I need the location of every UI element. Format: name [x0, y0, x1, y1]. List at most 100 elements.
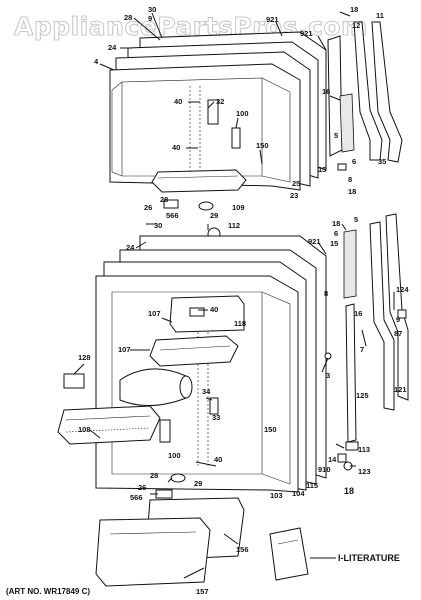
- callout-5-b: 5: [354, 215, 358, 224]
- fresh-food-door-assembly: [57, 213, 409, 499]
- freezer-door-handle-insert: [353, 21, 383, 161]
- callout-7: 7: [360, 345, 364, 354]
- callout-125: 125: [356, 391, 369, 400]
- shelf-bracket-lower: [209, 397, 219, 415]
- freezer-shelf-bin: [151, 169, 247, 193]
- callout-8: 8: [348, 175, 352, 184]
- callout-29: 29: [210, 211, 218, 220]
- callout-40-c: 40: [210, 305, 218, 314]
- freezer-door-handle: [371, 21, 403, 163]
- crisper-drawer-lower: [95, 517, 211, 587]
- callout-150: 150: [256, 141, 269, 150]
- door-bin-lower: [57, 405, 161, 445]
- callout-40-lower: 40: [172, 143, 180, 152]
- literature-booklet: [269, 527, 309, 581]
- callout-18-d: 18: [344, 486, 354, 496]
- screw-upper: [337, 163, 347, 171]
- butter-door-hinge: [189, 307, 205, 317]
- callout-103: 103: [270, 491, 283, 500]
- egg-tray-cover: [119, 368, 187, 407]
- callout-40: 40: [174, 97, 182, 106]
- callout-30: 30: [148, 5, 156, 14]
- watermark-text: AppliancePartsPros.com: [14, 12, 368, 41]
- hinge-plate-upper: [163, 199, 179, 209]
- callout-9: 9: [148, 14, 152, 23]
- callout-3: 3: [326, 371, 330, 380]
- callout-566: 566: [166, 211, 179, 220]
- callout-26: 26: [144, 203, 152, 212]
- callout-16: 16: [322, 87, 330, 96]
- callout-157: 157: [196, 587, 209, 596]
- leader-lines: [73, 11, 395, 579]
- callout-16-b: 16: [354, 309, 362, 318]
- callout-115: 115: [306, 481, 318, 490]
- callout-107-b: 107: [118, 345, 131, 354]
- callout-25: 25: [292, 179, 300, 188]
- callout-921-b: 921: [308, 237, 321, 246]
- screw-cap: [397, 309, 407, 319]
- callout-113: 113: [358, 445, 370, 454]
- callout-30-b: 30: [154, 221, 162, 230]
- callout-104: 104: [292, 489, 305, 498]
- callout-910: 910: [318, 465, 331, 474]
- callout-28-b: 28: [160, 195, 168, 204]
- callout-11: 11: [376, 11, 384, 20]
- callout-121: 121: [394, 385, 407, 394]
- callout-128: 128: [78, 353, 91, 362]
- callout-124: 124: [396, 285, 409, 294]
- literature-label: I-LITERATURE: [338, 553, 400, 563]
- freezer-door-liner: [109, 63, 301, 191]
- callout-112: 112: [228, 221, 240, 230]
- callout-6: 6: [352, 157, 356, 166]
- bearing: [198, 201, 214, 211]
- callout-33: 33: [212, 413, 220, 422]
- butter-compartment-door: [169, 295, 245, 333]
- callout-24-b: 24: [126, 243, 135, 252]
- egg-rack: [63, 373, 85, 389]
- callout-34: 34: [202, 387, 211, 396]
- callout-6-b: 6: [334, 229, 338, 238]
- callout-15: 15: [318, 165, 326, 174]
- callout-8-b: 8: [324, 289, 328, 298]
- callout-100: 100: [236, 109, 249, 118]
- callout-26-b: 26: [138, 483, 146, 492]
- callout-18-c: 18: [332, 219, 340, 228]
- crisper-drawers: [95, 497, 245, 587]
- callout-118: 118: [234, 319, 246, 328]
- hinge-side-trim: [345, 303, 357, 443]
- freezer-door-assembly: [109, 21, 403, 241]
- callout-109: 109: [232, 203, 245, 212]
- fresh-food-handle-insert: [369, 221, 395, 411]
- callout-23: 23: [290, 191, 298, 200]
- callout-24: 24: [108, 43, 117, 52]
- bin-retainer-clip: [159, 419, 171, 443]
- callout-150-b: 150: [264, 425, 277, 434]
- door-shelf-upper: [149, 335, 239, 367]
- callout-28: 28: [124, 13, 132, 22]
- fresh-food-louver-panel: [343, 229, 357, 299]
- callout-29-b: 29: [194, 479, 202, 488]
- callout-107: 107: [148, 309, 161, 318]
- callout-87: 87: [394, 329, 402, 338]
- callout-19: 921: [266, 15, 279, 24]
- callout-108: 108: [78, 425, 91, 434]
- support-clip: [231, 127, 241, 149]
- callout-14: 14: [328, 455, 337, 464]
- shelf-support-bracket: [207, 99, 219, 125]
- freezer-louver-panel: [339, 93, 355, 153]
- callout-15-b: 15: [330, 239, 338, 248]
- callout-566-b: 566: [130, 493, 143, 502]
- shim: [337, 453, 347, 463]
- callout-156: 156: [236, 545, 249, 554]
- callout-4: 4: [94, 57, 99, 66]
- callout-35: 35: [378, 157, 386, 166]
- callout-32: 32: [216, 97, 224, 106]
- callout-921: 921: [300, 29, 313, 38]
- callout-18: 18: [350, 5, 358, 14]
- callout-18-b: 18: [348, 187, 356, 196]
- hinge-bushing: [345, 441, 359, 451]
- callout-123: 123: [358, 467, 371, 476]
- callout-40-d: 40: [214, 455, 222, 464]
- hinge-plate-lower: [155, 489, 173, 499]
